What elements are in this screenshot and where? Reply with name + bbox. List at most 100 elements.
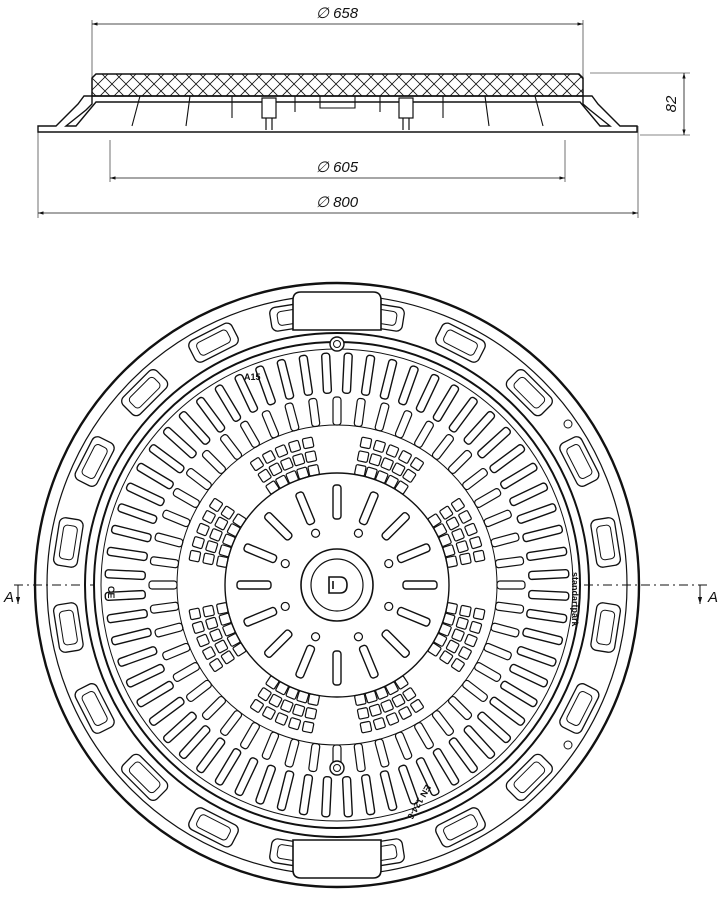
inner-dot	[384, 601, 394, 612]
radial-slot	[516, 503, 557, 524]
inner-ring	[224, 472, 450, 698]
square-cell	[292, 453, 306, 467]
brand-marking: standartpark	[570, 572, 580, 628]
frame-cell-inner	[196, 329, 231, 356]
frame-cell-inner	[513, 761, 546, 794]
inner-bar	[332, 650, 342, 686]
radial-slot	[415, 373, 440, 413]
radial-slot	[463, 410, 496, 445]
radial-slot	[214, 748, 242, 786]
hinge-tab-top	[292, 291, 382, 331]
inner-dot	[310, 528, 321, 538]
radial-slot	[528, 569, 570, 581]
square-cell	[380, 699, 394, 713]
radial-slot	[125, 663, 165, 688]
square-cell	[292, 703, 306, 717]
radial-slot	[321, 776, 333, 818]
frame-cell-inner	[566, 444, 593, 479]
square-cell	[188, 549, 202, 563]
inner-bar	[295, 491, 316, 526]
square-cell	[455, 540, 469, 554]
lid-pattern	[104, 352, 570, 818]
frame-cell	[505, 369, 553, 417]
radial-slot	[489, 444, 526, 474]
square-cell	[250, 457, 264, 472]
inner-dot	[310, 632, 321, 642]
inner-bar	[264, 512, 293, 541]
frame-cell-inner	[566, 691, 593, 726]
section-label-left: A	[3, 589, 14, 606]
square-cell	[385, 444, 400, 458]
square-cell	[188, 607, 202, 621]
inner-bar	[295, 644, 316, 679]
square-cell	[410, 698, 424, 713]
radial-slot	[255, 365, 276, 406]
frame-cell	[52, 517, 84, 568]
radial-slot	[321, 352, 333, 394]
radial-slot	[398, 764, 419, 805]
inner-bar	[358, 644, 379, 679]
square-cell	[380, 457, 394, 471]
square-cell	[301, 436, 315, 450]
frame-cell	[559, 683, 600, 734]
radial-slot	[136, 462, 174, 490]
square-cell	[450, 498, 465, 512]
square-cell	[459, 604, 472, 618]
radial-slot	[477, 426, 512, 459]
radial-slot	[276, 358, 295, 400]
frame-inner-edge	[84, 332, 590, 838]
radial-slot	[125, 482, 165, 507]
square-cell	[202, 646, 216, 660]
inner-bar	[381, 629, 410, 658]
radial-slot	[178, 725, 211, 760]
square-cell	[402, 687, 417, 702]
radial-slot	[178, 410, 211, 445]
frame-cell	[505, 753, 553, 801]
radial-slot	[398, 365, 419, 406]
radial-slot	[117, 646, 158, 667]
square-cell	[356, 450, 370, 463]
radial-slot	[162, 426, 197, 459]
square-cell	[445, 639, 460, 654]
load-class-marking: A15	[244, 372, 261, 382]
square-cell	[220, 505, 235, 520]
square-cell	[359, 720, 373, 734]
square-cell	[398, 706, 412, 720]
radial-slot	[448, 737, 478, 774]
section-label-right: A	[707, 589, 718, 606]
square-cell	[262, 450, 276, 464]
radial-slot	[379, 770, 398, 812]
frame-profile	[37, 95, 638, 133]
radial-slot	[234, 757, 259, 797]
square-cell	[359, 436, 373, 450]
radial-slot	[234, 373, 259, 413]
square-cell	[250, 698, 264, 713]
radial-slot	[196, 737, 226, 774]
radial-slot	[255, 764, 276, 805]
radial-slot	[500, 680, 538, 708]
dimension-label-605: ∅ 605	[316, 159, 359, 176]
square-cell	[202, 604, 215, 618]
radial-slot	[117, 503, 158, 524]
frame-cell	[590, 517, 622, 568]
square-cell	[274, 444, 289, 458]
radial-slot	[136, 680, 174, 708]
square-cell	[274, 712, 289, 726]
side-elevation: ∅ 658 ∅ 605 ∅ 800 82	[37, 5, 690, 218]
radial-slot	[276, 770, 295, 812]
radial-slot	[415, 757, 440, 797]
plan-view: A A A15 CE EN 124-6 standar	[3, 281, 718, 889]
square-cell	[202, 510, 216, 524]
inner-bar	[396, 543, 431, 564]
square-cell	[469, 620, 483, 634]
square-cell	[391, 693, 406, 708]
frame-cell-inner	[128, 761, 161, 794]
square-cell	[196, 522, 210, 537]
frame-cell	[435, 322, 486, 363]
square-cell	[445, 516, 460, 531]
frame-cells	[52, 300, 622, 870]
square-cell	[459, 552, 472, 566]
radial-slot	[104, 569, 146, 581]
square-cell	[450, 658, 465, 672]
square-cell	[202, 552, 215, 566]
